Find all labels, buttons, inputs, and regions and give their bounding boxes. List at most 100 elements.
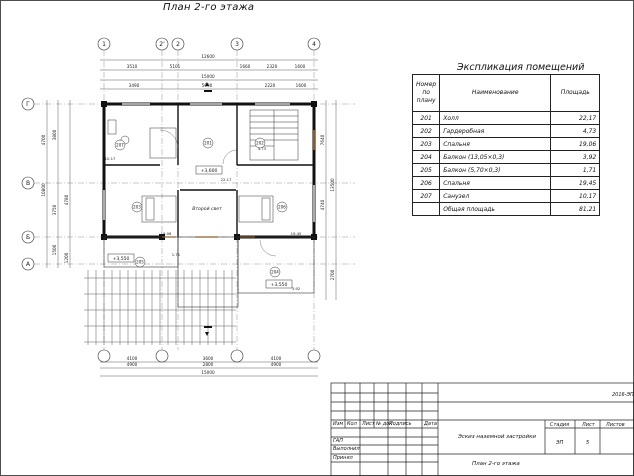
table-cell: 207 [411, 189, 441, 203]
area-text: 10.17 [105, 156, 116, 161]
area-text: 19.06 [161, 231, 172, 236]
level-mark: +3,600 [200, 168, 217, 174]
dim-text: 3600 [203, 356, 214, 361]
window-frames [102, 102, 316, 222]
dim-text: 7640 [320, 134, 325, 145]
stamp-col: Лист [362, 421, 375, 427]
level-boxes [107, 165, 293, 289]
table-cell: Балкон (5,70×0,3) [439, 163, 552, 177]
door-swings [159, 129, 277, 257]
stamp-col: Кол [347, 421, 357, 427]
stamp-col: Дата [424, 421, 437, 427]
dim-text: 4700 [41, 134, 46, 145]
stamp-col: № док [376, 421, 393, 427]
dim-text: 4740 [320, 199, 325, 210]
axis-label: 2 [176, 41, 180, 48]
dim-text: 5101 [170, 64, 181, 69]
stamp-sheet-title: План 2-го этажа [472, 461, 520, 467]
room-label: 202 [256, 141, 264, 146]
section-marks [204, 82, 212, 336]
axis-label: В [26, 180, 30, 187]
table-title: Экспликация помещений [457, 62, 585, 73]
dim-text: 3800 [52, 129, 57, 140]
area-text: 3.92 [292, 286, 301, 291]
table-cell: 205 [411, 163, 441, 177]
table-cell: 19,45 [550, 176, 601, 190]
axis-label: 3 [235, 41, 239, 48]
column-header: Номер по плану [411, 74, 441, 112]
dim-text: 2320 [267, 64, 278, 69]
room-label: 201 [204, 141, 212, 146]
table-cell: 204 [411, 150, 441, 164]
title-block [330, 382, 634, 476]
table-cell: Спальня [439, 176, 552, 190]
stamp-project: Эскиз наземной застройки [458, 434, 536, 440]
column-header: Наименование [439, 74, 552, 112]
area-text: 19.45 [291, 231, 302, 236]
dim-text: 4100 [271, 356, 282, 361]
door-openings [162, 130, 315, 238]
stamp-role: Принял [333, 455, 353, 461]
furniture [107, 119, 274, 223]
table-cell: 81,21 [550, 202, 601, 216]
stamp-role: ГАП [333, 438, 343, 444]
dim-text: 1600 [296, 83, 307, 88]
table-cell: 1,71 [550, 163, 601, 177]
dim-text: 2800 [203, 362, 214, 367]
table-cell: Спальня [439, 137, 552, 151]
axis-grid [34, 50, 355, 350]
balcony [103, 236, 315, 308]
plan-title: План 2-го этажа [163, 2, 255, 13]
stamp-code: 2016-ЭП [612, 392, 634, 398]
pergola-grid [84, 270, 236, 345]
stamp-header: Стадия [550, 422, 570, 428]
room-markers [114, 137, 288, 278]
dimension-lines [46, 59, 337, 377]
dim-text: 3750 [52, 204, 57, 215]
table-cell: 22,17 [550, 111, 601, 125]
table-cell [411, 202, 441, 216]
level-mark: +3,550 [270, 282, 287, 288]
dim-text: 2220 [265, 83, 276, 88]
column-header: Площадь [550, 74, 601, 112]
table-header-row: Номер по плану Наименование Площадь [411, 74, 601, 112]
stamp-value: ЭП [556, 440, 564, 446]
dim-text: 1660 [240, 64, 251, 69]
table-cell: 203 [411, 137, 441, 151]
dim-text: 1500 [52, 244, 57, 255]
area-text: 4.73 [258, 146, 267, 151]
dim-text: 13500 [330, 178, 335, 192]
stamp-header: Лист [582, 422, 595, 428]
dim-text: 4780 [64, 194, 69, 205]
dim-text: 15000 [201, 370, 215, 375]
dim-text: 3510 [127, 64, 138, 69]
dim-text: 4100 [127, 356, 138, 361]
room-label: 204 [271, 270, 279, 275]
dim-text: 2700 [330, 269, 335, 280]
axis-label: 2' [159, 41, 165, 48]
stamp-role: Выполнил [333, 446, 360, 452]
dim-text: 4900 [127, 362, 138, 367]
room-label: 203 [133, 205, 141, 210]
dim-text: 4900 [271, 362, 282, 367]
area-text: 1.71 [172, 252, 181, 257]
axis-label: 4 [312, 41, 316, 48]
room-label: 205 [136, 260, 144, 265]
dim-text: 10800 [41, 183, 46, 197]
axis-label: 1 [102, 41, 106, 48]
stamp-header: Листов [606, 422, 625, 428]
table-cell: 3,92 [550, 150, 601, 164]
table-cell: 206 [411, 176, 441, 190]
table-cell: 19,06 [550, 137, 601, 151]
table-cell: Санузел [439, 189, 552, 203]
table-cell: 202 [411, 124, 441, 138]
dim-text: 1600 [295, 64, 306, 69]
